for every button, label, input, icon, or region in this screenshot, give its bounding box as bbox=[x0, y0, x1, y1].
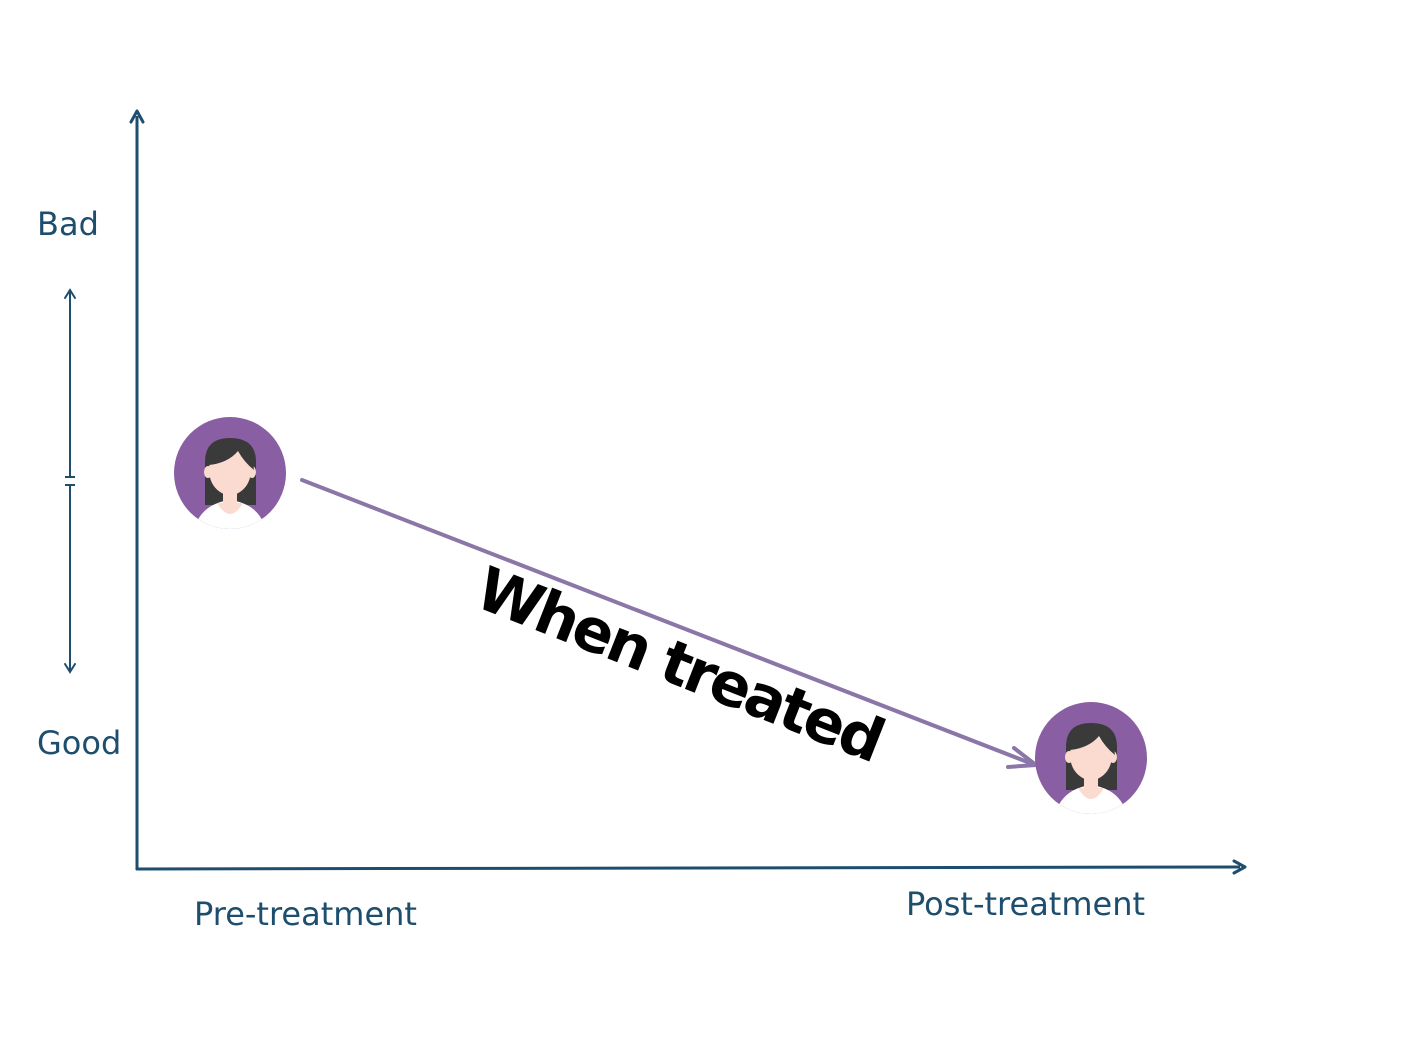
woman-avatar-icon bbox=[174, 417, 286, 529]
woman-avatar-icon bbox=[1035, 702, 1147, 814]
lower-range-arrow bbox=[64, 484, 76, 674]
x-axis bbox=[135, 859, 1247, 875]
y-label-bad: Bad bbox=[37, 205, 99, 243]
transition-label: When treated bbox=[467, 554, 892, 776]
x-label-post-treatment: Post-treatment bbox=[906, 885, 1145, 923]
upper-range-arrow bbox=[64, 288, 76, 478]
x-label-pre-treatment: Pre-treatment bbox=[194, 895, 417, 933]
y-label-good: Good bbox=[37, 724, 121, 762]
y-axis bbox=[129, 109, 145, 870]
